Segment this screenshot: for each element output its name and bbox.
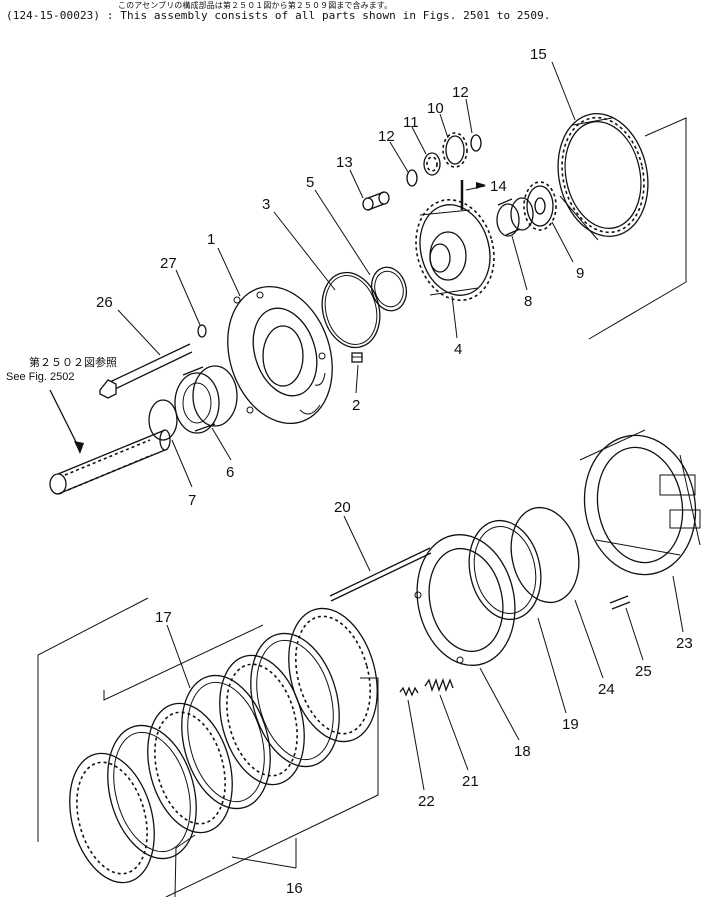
callout-26: 26 (96, 294, 113, 311)
header-jp-line: このアセンブリの構成部品は第２５０１図から第２５０９図まで含みます。 (118, 1, 393, 10)
callout-8: 8 (524, 293, 532, 310)
callout-21: 21 (462, 773, 479, 790)
callout-20: 20 (334, 499, 351, 516)
callout-17: 17 (155, 609, 172, 626)
callout-15: 15 (530, 46, 547, 63)
callout-9: 9 (576, 265, 584, 282)
part-20-rod (329, 547, 432, 602)
group-bracket-upper (588, 117, 687, 340)
callout-1: 1 (207, 231, 215, 248)
callout-22: 22 (418, 793, 435, 810)
leader-lines (117, 61, 684, 791)
part-11-needle-bearing (423, 152, 441, 176)
reference-jp-label: 第２５０２図参照 (29, 355, 117, 369)
part-6-bearing (174, 365, 238, 434)
callout-2: 2 (352, 397, 360, 414)
group-bracket-16-right (165, 677, 379, 897)
part-24-o-ring (510, 506, 580, 604)
part-5-ring (370, 266, 408, 312)
callout-3: 3 (262, 196, 270, 213)
reference-en-label: See Fig. 2502 (6, 371, 75, 383)
part-2-plug (351, 352, 363, 363)
part-15-ring-gear (557, 113, 649, 241)
callout-18: 18 (514, 743, 531, 760)
header-en-line: (124-15-00023) : This assembly consists … (6, 9, 551, 22)
part-25-pin (609, 595, 631, 610)
part-10-pinion (442, 132, 468, 168)
part-12-washer-b (406, 169, 418, 187)
part-18-piston (414, 534, 516, 666)
part-27-washer (197, 324, 207, 338)
callout-4: 4 (454, 341, 462, 358)
callout-27: 27 (160, 255, 177, 272)
part-21-spring (424, 678, 454, 692)
part-3-seal-ring (321, 271, 381, 349)
callout-16: 16 (286, 880, 303, 897)
part-9-spur-gear (523, 181, 557, 231)
callout-14: 14 (490, 178, 507, 195)
part-4-carrier (415, 198, 495, 302)
callout-13: 13 (336, 154, 353, 171)
part-12-washer-a (470, 134, 482, 152)
callout-6: 6 (226, 464, 234, 481)
callout-5: 5 (306, 174, 314, 191)
part-26-bolt (99, 343, 193, 399)
callout-11: 11 (403, 114, 419, 131)
reference-arrow (49, 389, 81, 451)
callout-23: 23 (676, 635, 693, 652)
group-bracket-lower-left (37, 597, 149, 842)
part-8-bushing (496, 197, 534, 237)
callout-7: 7 (188, 492, 196, 509)
callout-24: 24 (598, 681, 615, 698)
shaft-reference-part (49, 429, 171, 495)
part-19-seal-ring (468, 519, 542, 621)
part-22-spring (399, 686, 419, 697)
part-1-housing (227, 286, 333, 424)
part-7-snap-ring (148, 399, 178, 441)
callout-25: 25 (635, 663, 652, 680)
callout-10: 10 (427, 100, 444, 117)
part-13-shaft-pin (362, 191, 390, 211)
callout-12a: 12 (452, 84, 469, 101)
part-23-housing (579, 429, 701, 576)
clutch-plates-16-17 (69, 607, 378, 884)
callout-12b: 12 (378, 128, 395, 145)
group-bracket-17 (103, 624, 264, 701)
callout-19: 19 (562, 716, 579, 733)
